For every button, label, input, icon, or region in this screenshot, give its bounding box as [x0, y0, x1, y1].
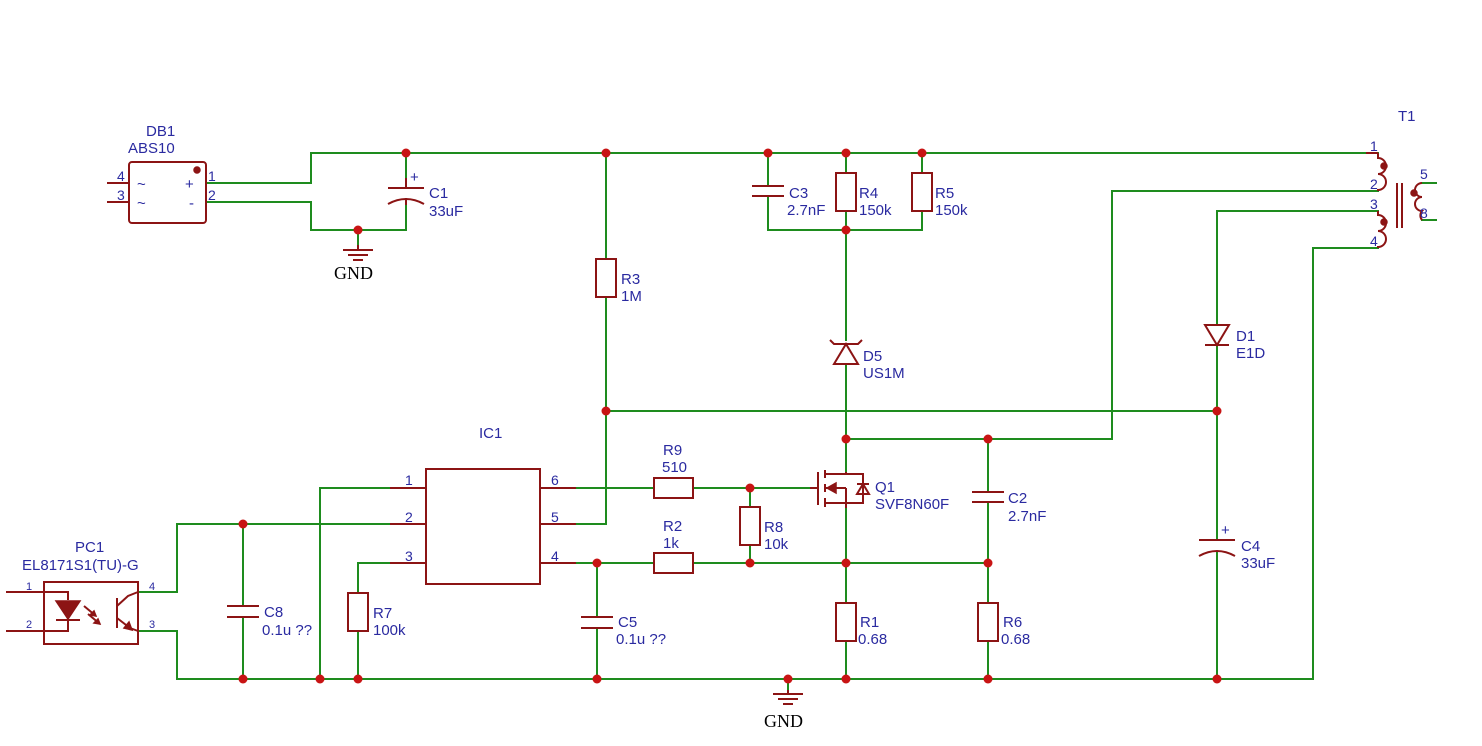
c8-value: 0.1u ?? — [262, 622, 312, 639]
db1-pin-2: 2 — [208, 187, 216, 203]
junctions — [238, 148, 1222, 684]
c4-plus: + — [1221, 522, 1230, 539]
d1-ref: D1 — [1236, 328, 1255, 345]
r8-value: 10k — [764, 536, 789, 553]
db1-value: ABS10 — [128, 140, 175, 157]
d5-diode[interactable]: D5 US1M — [829, 339, 905, 382]
d5-value: US1M — [863, 365, 905, 382]
r2-value: 1k — [663, 535, 679, 552]
db1-ac-2: ~ — [137, 195, 146, 212]
wires — [137, 152, 1437, 691]
r4-resistor[interactable]: R4 150k — [835, 172, 892, 219]
r4-value: 150k — [859, 202, 892, 219]
r9-resistor[interactable]: R9 510 — [653, 442, 694, 499]
gnd-label-bottom: GND — [764, 711, 803, 731]
c8-capacitor[interactable]: C8 0.1u ?? — [227, 604, 312, 639]
r6-value: 0.68 — [1001, 631, 1030, 648]
c5-ref: C5 — [618, 614, 637, 631]
pc1-pin-4: 4 — [149, 581, 155, 593]
db1-pin-1: 1 — [208, 168, 216, 184]
ic1-pin-4: 4 — [551, 548, 559, 564]
t1-pin-4: 4 — [1370, 233, 1378, 249]
c8-ref: C8 — [264, 604, 283, 621]
c1-ref: C1 — [429, 185, 448, 202]
d1-diode[interactable]: D1 E1D — [1203, 324, 1265, 362]
t1-ref: T1 — [1398, 108, 1416, 125]
c5-capacitor[interactable]: C5 0.1u ?? — [581, 614, 666, 648]
q1-mosfet[interactable]: Q1 SVF8N60F — [810, 470, 949, 513]
t1-pin-5: 5 — [1420, 166, 1428, 182]
c5-value: 0.1u ?? — [616, 631, 666, 648]
r9-value: 510 — [662, 459, 687, 476]
r7-value: 100k — [373, 622, 406, 639]
gnd-symbol-bottom: GND — [764, 690, 803, 731]
r2-ref: R2 — [663, 518, 682, 535]
r3-value: 1M — [621, 288, 642, 305]
c4-capacitor[interactable]: + C4 33uF — [1198, 522, 1275, 572]
db1-minus: - — [189, 195, 194, 212]
pc1-pin-1: 1 — [26, 581, 32, 593]
r3-resistor[interactable]: R3 1M — [595, 258, 642, 305]
c3-capacitor[interactable]: C3 2.7nF — [752, 185, 825, 219]
t1-pin-8: 8 — [1420, 205, 1428, 221]
ic1-ref: IC1 — [479, 425, 502, 442]
pc1-pin-3: 3 — [149, 619, 155, 631]
r6-ref: R6 — [1003, 614, 1022, 631]
t1-pin-2: 2 — [1370, 176, 1378, 192]
ic1-pin-1: 1 — [405, 472, 413, 488]
c1-plus: + — [410, 169, 419, 186]
r5-value: 150k — [935, 202, 968, 219]
pc1-optocoupler[interactable]: PC1 EL8171S1(TU)-G 1 2 4 3 — [6, 539, 155, 645]
r7-ref: R7 — [373, 605, 392, 622]
c1-value: 33uF — [429, 203, 463, 220]
db1-ac-1: ~ — [137, 176, 146, 193]
r4-ref: R4 — [859, 185, 878, 202]
c2-ref: C2 — [1008, 490, 1027, 507]
r1-value: 0.68 — [858, 631, 887, 648]
r2-resistor[interactable]: R2 1k — [653, 518, 694, 574]
t1-pin-1: 1 — [1370, 138, 1378, 154]
r3-ref: R3 — [621, 271, 640, 288]
d1-value: E1D — [1236, 345, 1265, 362]
db1-pin-4: 4 — [117, 168, 125, 184]
pc1-value: EL8171S1(TU)-G — [22, 557, 139, 574]
r9-ref: R9 — [663, 442, 682, 459]
gnd-label-top: GND — [334, 263, 373, 283]
pc1-pin-2: 2 — [26, 619, 32, 631]
db1-bridge-rectifier[interactable]: DB1 ABS10 4 3 1 2 ~ ~ + - — [107, 123, 216, 224]
q1-value: SVF8N60F — [875, 496, 949, 513]
t1-transformer[interactable]: T1 1 2 3 4 5 8 — [1366, 108, 1428, 249]
q1-ref: Q1 — [875, 479, 895, 496]
c2-value: 2.7nF — [1008, 508, 1046, 525]
r8-resistor[interactable]: R8 10k — [739, 506, 789, 553]
db1-ref: DB1 — [146, 123, 175, 140]
pc1-ref: PC1 — [75, 539, 104, 556]
ic1-pin-5: 5 — [551, 509, 559, 525]
c2-capacitor[interactable]: C2 2.7nF — [972, 490, 1046, 525]
r8-ref: R8 — [764, 519, 783, 536]
ic1-pin-6: 6 — [551, 472, 559, 488]
t1-pin-3: 3 — [1370, 196, 1378, 212]
c1-capacitor[interactable]: + C1 33uF — [387, 169, 463, 220]
c4-value: 33uF — [1241, 555, 1275, 572]
ic1-pin-3: 3 — [405, 548, 413, 564]
c4-ref: C4 — [1241, 538, 1260, 555]
r6-resistor[interactable]: R6 0.68 — [977, 602, 1030, 648]
r5-ref: R5 — [935, 185, 954, 202]
r7-resistor[interactable]: R7 100k — [347, 592, 406, 639]
r1-ref: R1 — [860, 614, 879, 631]
gnd-symbol-top: GND — [334, 245, 373, 283]
db1-plus: + — [185, 176, 194, 193]
c3-ref: C3 — [789, 185, 808, 202]
r5-resistor[interactable]: R5 150k — [911, 172, 968, 219]
r1-resistor[interactable]: R1 0.68 — [835, 602, 887, 648]
ic1-pin-2: 2 — [405, 509, 413, 525]
ic1-controller[interactable]: IC1 1 2 3 6 5 4 — [390, 425, 576, 585]
db1-pin-3: 3 — [117, 187, 125, 203]
c3-value: 2.7nF — [787, 202, 825, 219]
d5-ref: D5 — [863, 348, 882, 365]
